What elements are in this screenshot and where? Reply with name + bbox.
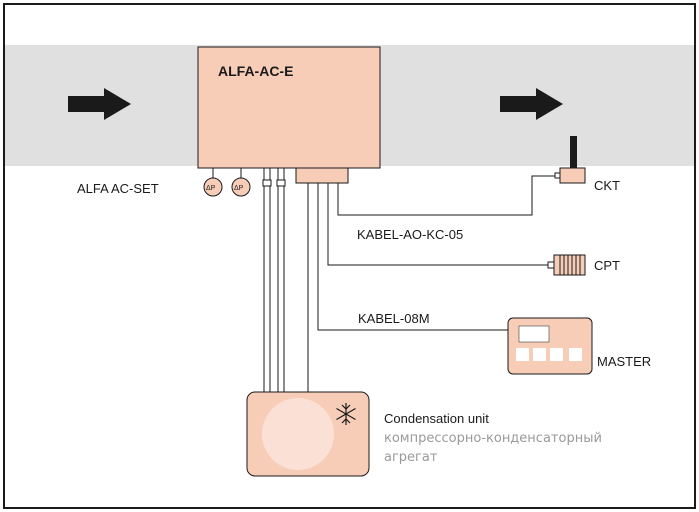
cable-master bbox=[317, 183, 508, 331]
delta-p-icon: ΔP bbox=[206, 185, 216, 192]
condensation-subtitle-line1: компрессорно-конденсаторный bbox=[384, 431, 602, 446]
condensation-unit bbox=[246, 391, 370, 477]
pressure-set-label: ALFA AC-SET bbox=[77, 181, 159, 196]
condenser-fan bbox=[262, 398, 334, 470]
master-label: MASTER bbox=[597, 354, 651, 369]
cable-2-label: KABEL-08M bbox=[358, 311, 430, 326]
master-controller bbox=[507, 317, 593, 375]
refrigerant-pipes bbox=[262, 168, 286, 392]
pressure-sensor-2: ΔP bbox=[231, 168, 251, 197]
cable-ckt bbox=[337, 175, 558, 216]
ckt-sensor bbox=[554, 136, 586, 184]
cable-cpt bbox=[327, 183, 548, 266]
unit-name: ALFA-AC-E bbox=[218, 63, 293, 79]
condensation-title: Condensation unit bbox=[384, 411, 489, 426]
delta-p-icon: ΔP bbox=[234, 185, 244, 192]
condensation-subtitle-line2: агрегат bbox=[384, 450, 438, 465]
pressure-sensor-1: ΔP bbox=[203, 168, 223, 197]
airflow-in-arrow-icon bbox=[68, 88, 131, 120]
connector-block bbox=[295, 167, 349, 184]
airflow-out-arrow-icon bbox=[500, 88, 563, 120]
cable-1-label: KABEL-AO-KC-05 bbox=[357, 227, 463, 242]
snowflake-icon bbox=[336, 403, 356, 425]
cpt-sensor bbox=[547, 254, 586, 276]
sensor-cpt-label: CPT bbox=[594, 258, 620, 273]
alfa-ac-e-unit: ALFA-AC-E bbox=[197, 46, 381, 169]
sensor-ckt-label: CKT bbox=[594, 178, 620, 193]
